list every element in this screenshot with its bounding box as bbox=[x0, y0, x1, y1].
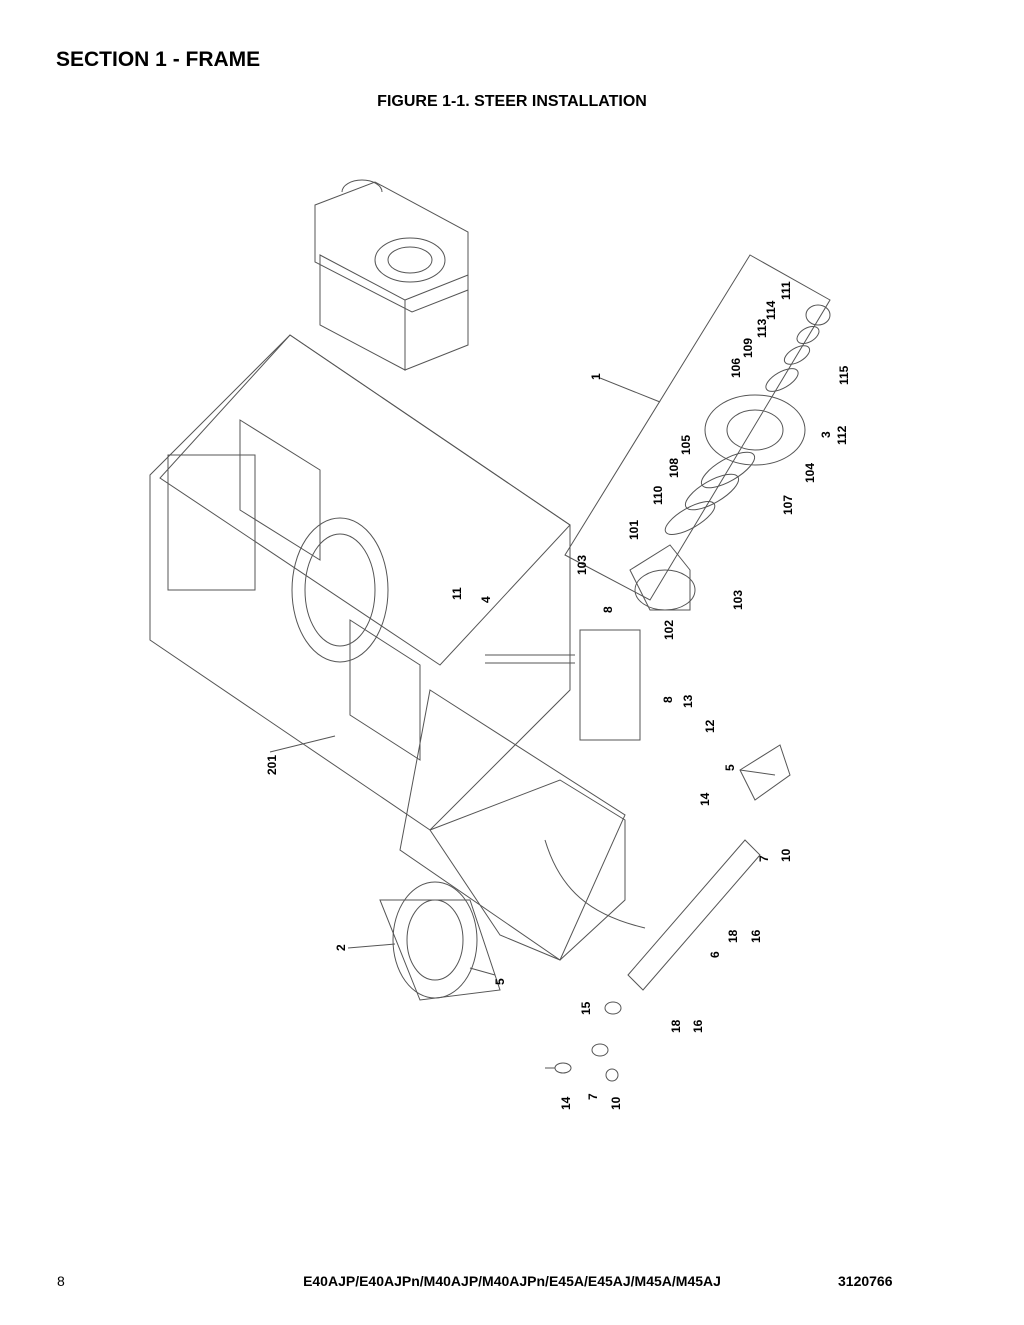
callout-14-top: 14 bbox=[698, 792, 712, 806]
callout-107: 107 bbox=[781, 495, 795, 515]
callout-103-left: 103 bbox=[575, 555, 589, 575]
section-title: SECTION 1 - FRAME bbox=[56, 48, 261, 71]
callout-7-bottom: 7 bbox=[586, 1093, 600, 1100]
callout-10-bottom: 10 bbox=[609, 1096, 623, 1110]
figure-title: FIGURE 1-1. STEER INSTALLATION bbox=[377, 93, 647, 110]
callout-8-top: 8 bbox=[601, 606, 615, 613]
callout-16-bottom: 16 bbox=[691, 1019, 705, 1033]
callout-113: 113 bbox=[755, 318, 769, 338]
callout-3: 3 bbox=[819, 431, 833, 438]
callout-110: 110 bbox=[651, 485, 665, 505]
callout-16-top: 16 bbox=[749, 929, 763, 943]
callout-18-top: 18 bbox=[726, 929, 740, 943]
callout-106: 106 bbox=[729, 358, 743, 378]
callout-6: 6 bbox=[708, 951, 722, 958]
callout-13: 13 bbox=[681, 694, 695, 708]
callout-14-bottom: 14 bbox=[559, 1096, 573, 1110]
callout-114: 114 bbox=[764, 300, 778, 320]
callout-115: 115 bbox=[837, 365, 851, 385]
callout-15: 15 bbox=[579, 1001, 593, 1015]
callout-103-right: 103 bbox=[731, 590, 745, 610]
document-number: 3120766 bbox=[838, 1273, 893, 1289]
callout-108: 108 bbox=[667, 458, 681, 478]
callout-5-bottom: 5 bbox=[493, 978, 507, 985]
frame-outline bbox=[149, 179, 831, 1082]
callout-1: 1 bbox=[589, 373, 603, 380]
callout-18-bottom: 18 bbox=[669, 1019, 683, 1033]
callout-4: 4 bbox=[479, 596, 493, 603]
callout-201: 201 bbox=[265, 755, 279, 775]
page-number: 8 bbox=[57, 1273, 65, 1289]
callout-111: 111 bbox=[779, 281, 793, 300]
model-list: E40AJP/E40AJPn/M40AJP/M40AJPn/E45A/E45AJ… bbox=[303, 1273, 721, 1289]
callout-104: 104 bbox=[803, 463, 817, 483]
callout-2: 2 bbox=[334, 944, 348, 951]
callout-102: 102 bbox=[662, 620, 676, 640]
callout-8-bottom: 8 bbox=[661, 696, 675, 703]
callout-7-top: 7 bbox=[757, 855, 771, 862]
callout-112: 112 bbox=[835, 425, 849, 445]
callout-labels: 1 111 114 113 109 106 115 3 112 104 105 … bbox=[265, 281, 851, 1110]
callout-5-top: 5 bbox=[723, 764, 737, 771]
callout-11: 11 bbox=[450, 587, 464, 600]
callout-109: 109 bbox=[741, 338, 755, 358]
callout-101: 101 bbox=[627, 520, 641, 540]
callout-12: 12 bbox=[703, 719, 717, 733]
callout-10-top: 10 bbox=[779, 848, 793, 862]
callout-105: 105 bbox=[679, 435, 693, 455]
